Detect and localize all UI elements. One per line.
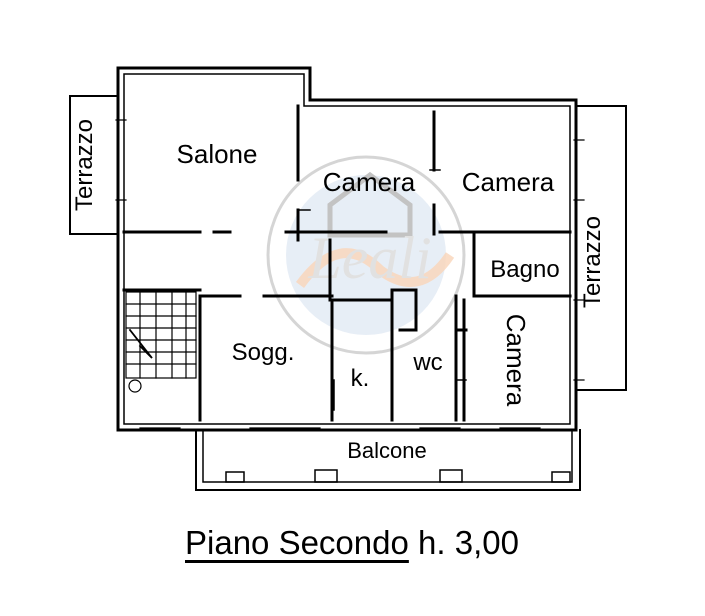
watermark-text: Leali xyxy=(307,225,431,291)
balcone-outline xyxy=(195,429,581,491)
room-label-terrazzo-left: Terrazzo xyxy=(71,119,98,211)
floor-caption: Piano Secondo h. 3,00 xyxy=(185,524,519,562)
room-label-camera-2: Camera xyxy=(462,167,555,197)
outer-wall xyxy=(116,66,578,432)
room-label-soggiorno: Sogg. xyxy=(232,339,295,366)
room-label-camera-1: Camera xyxy=(323,167,416,197)
balcone-posts xyxy=(225,469,571,483)
window-marks xyxy=(115,119,585,429)
staircase xyxy=(125,291,197,393)
floor-title: Piano Secondo xyxy=(185,524,409,561)
ceiling-height: h. 3,00 xyxy=(418,524,519,561)
terrazzo-right-outline xyxy=(575,105,627,391)
room-label-wc: wc xyxy=(412,349,442,376)
door-marks xyxy=(299,169,467,411)
interior-walls xyxy=(122,104,572,422)
room-label-balcone: Balcone xyxy=(347,438,427,463)
room-label-salone: Salone xyxy=(177,139,258,169)
balcone-inner xyxy=(202,429,573,483)
room-label-terrazzo-right: Terrazzo xyxy=(579,216,606,308)
room-label-kitchen: k. xyxy=(351,365,370,392)
room-label-bagno: Bagno xyxy=(490,256,559,283)
room-label-camera-3: Camera xyxy=(501,314,531,407)
outer-wall-inner-line xyxy=(123,73,571,425)
terrazzo-left-outline xyxy=(69,95,119,235)
